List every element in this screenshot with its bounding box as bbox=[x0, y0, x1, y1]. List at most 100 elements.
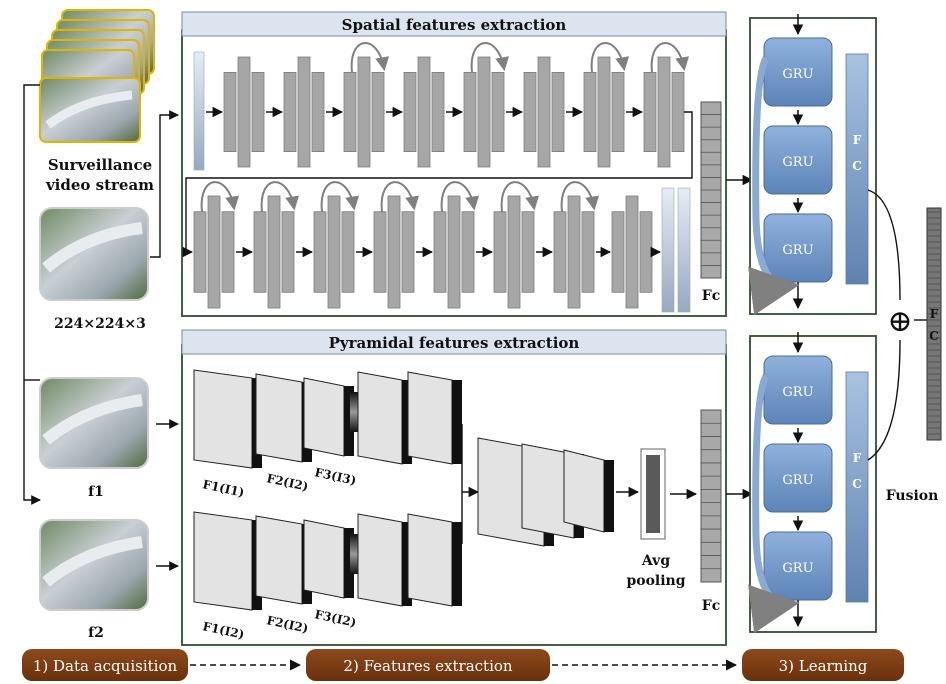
gru-fc-letter-c: C bbox=[852, 477, 862, 491]
conv-layer bbox=[433, 211, 447, 293]
conv-layer bbox=[625, 195, 639, 309]
skip-connection bbox=[590, 42, 630, 73]
stage-bar-features-extraction: 2) Features extraction bbox=[306, 649, 550, 681]
fc-spatial-label: Fc bbox=[702, 288, 720, 304]
spatial-title: Spatial features extraction bbox=[342, 16, 567, 34]
input-connectors bbox=[23, 84, 179, 571]
feature-map-edge bbox=[452, 380, 462, 464]
conv-layer bbox=[237, 56, 251, 168]
skip-connection bbox=[380, 181, 420, 212]
gru-fc-letter-f: F bbox=[853, 451, 862, 465]
fc-column bbox=[700, 409, 722, 583]
conv-layer bbox=[553, 211, 567, 293]
gru-fc-bar bbox=[845, 53, 869, 285]
feature-map bbox=[303, 519, 345, 599]
conv-layer bbox=[253, 211, 267, 293]
conv-layer bbox=[343, 72, 357, 152]
gru-cell-label: GRU bbox=[782, 67, 813, 82]
surveillance-label-line1: Surveillance bbox=[48, 156, 152, 174]
conv-layer bbox=[611, 211, 625, 293]
fusion-block: ⊕ F C Fusion bbox=[867, 189, 942, 504]
conv-layer bbox=[507, 195, 521, 309]
conv-layer bbox=[447, 195, 461, 309]
conv-layer bbox=[387, 195, 401, 309]
feature-map bbox=[357, 371, 403, 465]
gru-cell-label: GRU bbox=[782, 561, 813, 576]
dense-layer bbox=[661, 187, 675, 313]
conv-layer bbox=[207, 195, 221, 309]
gru-cell-label: GRU bbox=[782, 243, 813, 258]
conv-layer bbox=[493, 211, 507, 293]
gru-cell-label: GRU bbox=[782, 473, 813, 488]
fusion-label: Fusion bbox=[886, 488, 939, 504]
avg-pooling-label-line1: Avg bbox=[641, 553, 670, 569]
conv-layer bbox=[373, 211, 387, 293]
avg-pooling-label-line2: pooling bbox=[626, 573, 685, 589]
f1-label: f1 bbox=[88, 484, 104, 500]
skip-connection bbox=[260, 181, 300, 212]
stage-bar-learning: 3) Learning bbox=[742, 649, 904, 681]
conv-layer bbox=[283, 72, 297, 152]
feature-map-edge bbox=[604, 460, 614, 532]
conv-layer bbox=[251, 72, 265, 152]
conv-layer bbox=[267, 195, 281, 309]
spatial-cnn-layers bbox=[182, 42, 754, 313]
stage-label-data-acquisition: 1) Data acquisition bbox=[33, 657, 178, 675]
fc-pyramid-label: Fc bbox=[702, 598, 720, 614]
skip-connection bbox=[500, 181, 540, 212]
fusion-fc-bar bbox=[926, 207, 942, 441]
conv-layer bbox=[341, 211, 355, 293]
stage-label-features-extraction: 2) Features extraction bbox=[343, 657, 513, 675]
skip-connection bbox=[560, 181, 600, 212]
row-wrap-connector bbox=[185, 111, 693, 252]
conv-layer bbox=[657, 56, 671, 168]
avg-pooling-layer bbox=[646, 455, 660, 533]
fusion-plus-icon: ⊕ bbox=[887, 304, 912, 339]
conv-layer bbox=[477, 56, 491, 168]
f1-frame-image bbox=[39, 377, 149, 469]
dense-layer bbox=[677, 187, 691, 313]
f2-label: f2 bbox=[88, 625, 104, 641]
conv-layer bbox=[297, 56, 311, 168]
conv-layer bbox=[463, 72, 477, 152]
pyramidal-title: Pyramidal features extraction bbox=[329, 334, 580, 352]
surveillance-label-line2: video stream bbox=[45, 176, 154, 194]
conv-layer bbox=[583, 72, 597, 152]
feature-map bbox=[255, 373, 303, 463]
conv-layer bbox=[639, 211, 653, 293]
conv-layer bbox=[357, 56, 371, 168]
pyramid-cnn-layers: F1(I1)F2(I2)F3(I3)F1(I2)F2(I2)F3(I2) bbox=[193, 369, 754, 642]
gru-fc-bar bbox=[845, 371, 869, 603]
feature-map bbox=[255, 515, 303, 605]
skip-connection bbox=[650, 42, 690, 73]
skip-connection bbox=[470, 42, 510, 73]
skip-connection bbox=[350, 42, 390, 73]
input-size-label: 224×224×3 bbox=[54, 316, 146, 332]
gru-cell bbox=[763, 443, 833, 513]
skip-connection bbox=[320, 181, 360, 212]
stage-label-learning: 3) Learning bbox=[779, 657, 868, 675]
gru-fc-letter-c: C bbox=[852, 159, 862, 173]
conv-layer bbox=[521, 211, 535, 293]
conv-layer bbox=[523, 72, 537, 152]
feature-map bbox=[303, 377, 345, 457]
conv-layer bbox=[581, 211, 595, 293]
conv-layer bbox=[551, 72, 565, 152]
conv-layer bbox=[403, 72, 417, 152]
conv-layer bbox=[611, 72, 625, 152]
conv-layer bbox=[193, 211, 207, 293]
fusion-fc-letter-f: F bbox=[930, 307, 939, 321]
feature-map bbox=[407, 513, 453, 607]
conv-layer bbox=[221, 211, 235, 293]
gru-fc-letter-f: F bbox=[853, 133, 862, 147]
conv-layer bbox=[401, 211, 415, 293]
input-frame-image bbox=[39, 207, 149, 301]
conv-layer bbox=[327, 195, 341, 309]
recurrent-path bbox=[748, 374, 800, 634]
f2-frame-image bbox=[39, 519, 149, 611]
conv-layer bbox=[281, 211, 295, 293]
conv-layer bbox=[223, 72, 237, 152]
conv-layer bbox=[371, 72, 385, 152]
